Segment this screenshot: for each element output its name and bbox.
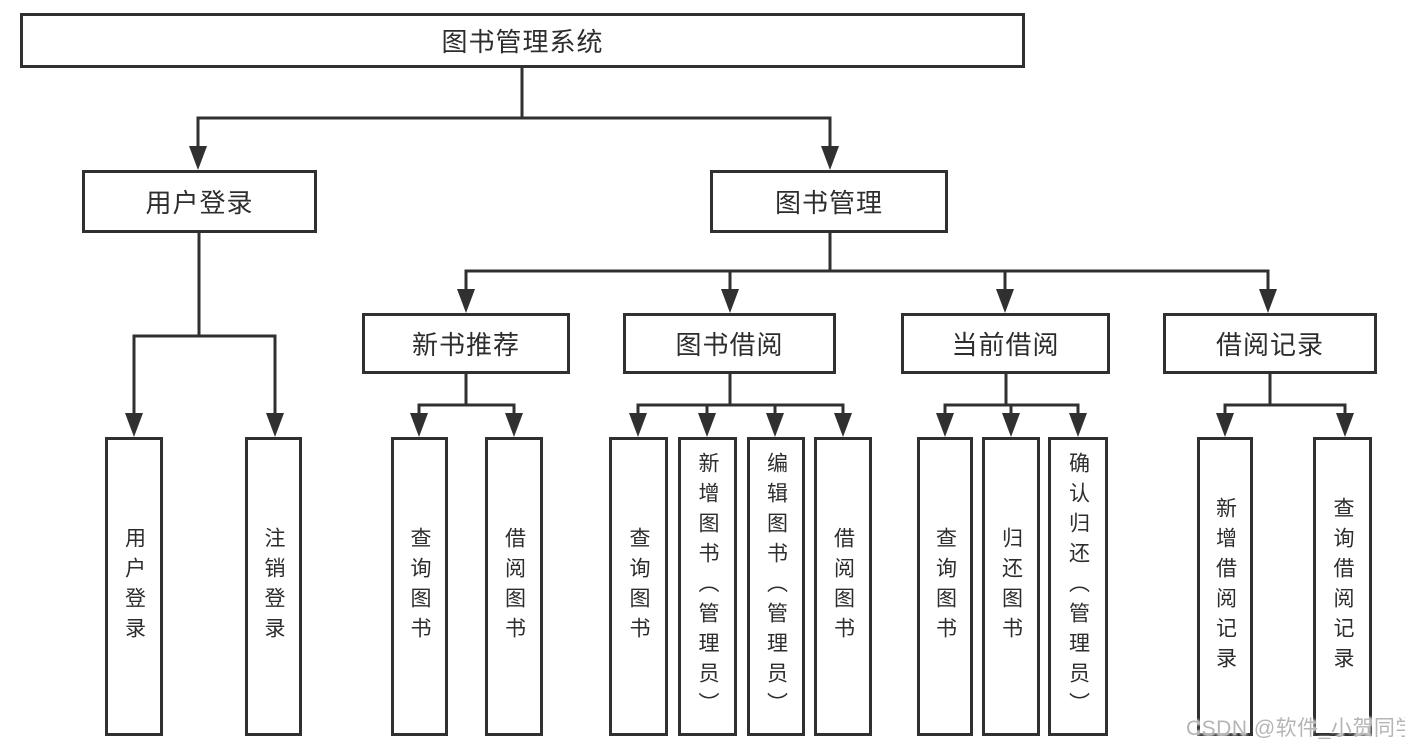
leaf-return-book: 归还图书 [982, 437, 1040, 736]
node-current-borrow: 当前借阅 [901, 313, 1110, 374]
leaf-add-borrow-record: 新增借阅记录 [1197, 437, 1253, 736]
node-book-borrow: 图书借阅 [623, 313, 836, 374]
node-user-login: 用户登录 [82, 170, 317, 233]
node-root-system: 图书管理系统 [20, 13, 1025, 68]
node-book-management: 图书管理 [710, 170, 948, 233]
leaf-query-borrow-record: 查询借阅记录 [1313, 437, 1372, 736]
leaf-add-book-admin: 新增图书（管理员） [678, 437, 737, 736]
leaf-borrow-book-recommend: 借阅图书 [485, 437, 543, 736]
leaf-borrow-book-borrow: 借阅图书 [814, 437, 872, 736]
leaf-confirm-return-admin: 确认归还（管理员） [1048, 437, 1108, 736]
node-borrow-records: 借阅记录 [1163, 313, 1377, 374]
node-new-book-recommend: 新书推荐 [362, 313, 570, 374]
leaf-user-login: 用户登录 [105, 437, 163, 736]
leaf-query-book-borrow: 查询图书 [609, 437, 668, 736]
csdn-watermark: CSDN @软件_小贺同学 [1186, 717, 1405, 740]
leaf-logout: 注销登录 [245, 437, 302, 736]
leaf-query-book-recommend: 查询图书 [391, 437, 448, 736]
leaf-query-book-current: 查询图书 [917, 437, 973, 736]
leaf-edit-book-admin: 编辑图书（管理员） [747, 437, 805, 736]
